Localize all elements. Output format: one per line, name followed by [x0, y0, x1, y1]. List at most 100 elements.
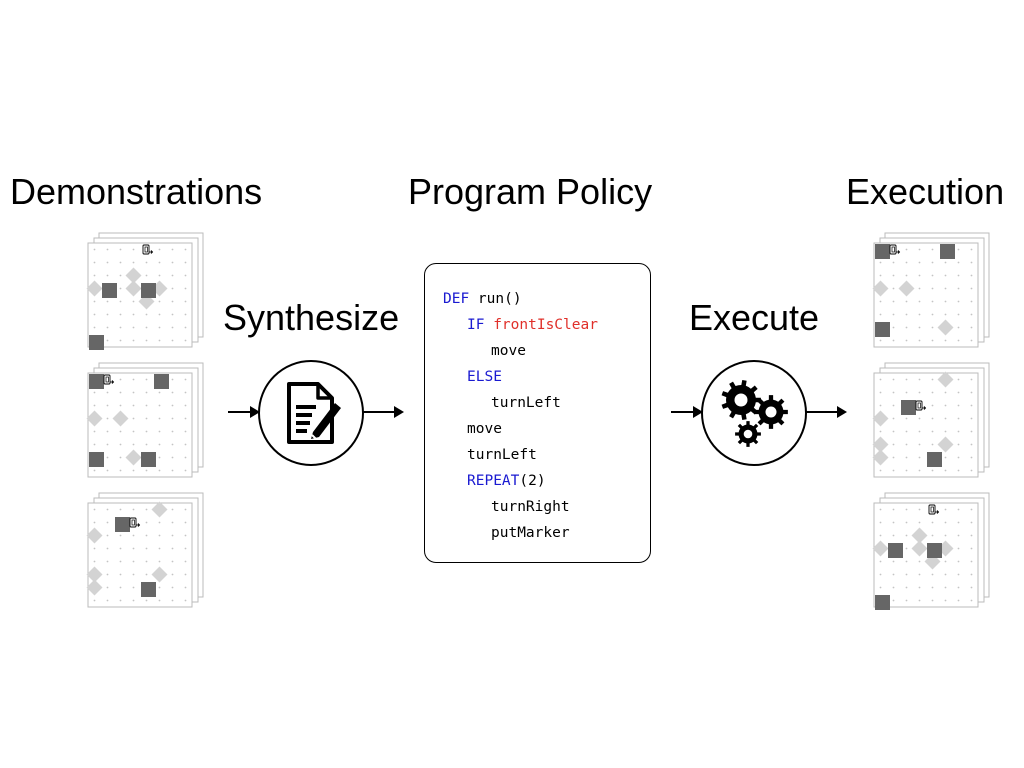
grid-dot [957, 391, 960, 394]
grid-dot [905, 573, 908, 576]
grid-dot [957, 599, 960, 602]
grid-dot [892, 573, 895, 576]
wall-block [141, 452, 156, 467]
grid-dot [905, 339, 908, 342]
grid-dot [145, 261, 148, 264]
grid-dot [905, 586, 908, 589]
code-token-plain: turnLeft [491, 395, 561, 411]
grid-dot [905, 313, 908, 316]
grid-dot [145, 547, 148, 550]
grid-dot [970, 274, 973, 277]
wall-block [89, 374, 104, 389]
grid-dot [106, 521, 109, 524]
grid-dot [119, 599, 122, 602]
grid-dot [119, 287, 122, 290]
grid-dot [879, 573, 882, 576]
grid-dot [970, 534, 973, 537]
grid-dot [119, 560, 122, 563]
grid-dot [158, 534, 161, 537]
grid-dot [957, 508, 960, 511]
grid-dot [970, 313, 973, 316]
grid-dot [970, 443, 973, 446]
marker-diamond [872, 540, 889, 557]
program-line: turnLeft [467, 446, 537, 464]
grid-dot [132, 508, 135, 511]
grid-dot [132, 573, 135, 576]
grid-dot [184, 547, 187, 550]
wall-block [901, 400, 916, 415]
grid-dot [957, 274, 960, 277]
grid-dot [184, 300, 187, 303]
grid-dot [892, 417, 895, 420]
marker-diamond [86, 410, 103, 427]
program-line: turnLeft [491, 394, 561, 412]
demonstration-grid-stack [86, 490, 205, 608]
grid-dot [892, 274, 895, 277]
grid-stack-graphic [872, 232, 990, 348]
grid-dot [918, 560, 921, 563]
grid-dot [158, 599, 161, 602]
grid-dot [171, 287, 174, 290]
grid-dot [158, 521, 161, 524]
grid-dot [931, 443, 934, 446]
grid-dot [184, 404, 187, 407]
grid-dot [158, 404, 161, 407]
grid-dot [93, 300, 96, 303]
grid-dot [944, 599, 947, 602]
grid-dot [905, 521, 908, 524]
grid-dot [119, 339, 122, 342]
gear-hole [743, 429, 753, 439]
grid-dot [957, 521, 960, 524]
grid-dot [93, 261, 96, 264]
grid-dot [106, 248, 109, 251]
grid-dot [119, 508, 122, 511]
grid-dot [158, 300, 161, 303]
grid-dot [918, 573, 921, 576]
grid-dot [119, 326, 122, 329]
grid-dot [145, 274, 148, 277]
grid-dot [892, 521, 895, 524]
grid-dot [158, 326, 161, 329]
grid-dot [970, 404, 973, 407]
grid-dot [905, 300, 908, 303]
grid-dot [918, 313, 921, 316]
grid-dot [892, 469, 895, 472]
grid-dot [957, 287, 960, 290]
grid-dot [944, 521, 947, 524]
grid-dot [106, 313, 109, 316]
grid-dot [892, 404, 895, 407]
wall-block [89, 335, 104, 350]
grid-dot [106, 508, 109, 511]
grid-dot [184, 521, 187, 524]
grid-dot [171, 586, 174, 589]
grid-dot [957, 534, 960, 537]
program-line: REPEAT(2) [467, 472, 546, 490]
grid-dot [970, 521, 973, 524]
grid-dot [106, 560, 109, 563]
grid-dot [931, 248, 934, 251]
grid-dot [918, 443, 921, 446]
program-line: IF frontIsClear [467, 316, 598, 334]
marker-diamond [86, 579, 103, 596]
grid-dot [931, 573, 934, 576]
gear-hole [765, 406, 777, 418]
wall-block [154, 374, 169, 389]
robot-agent-icon [129, 517, 141, 528]
grid-dot [957, 456, 960, 459]
grid-dot [171, 326, 174, 329]
grid-dot [158, 560, 161, 563]
grid-dot [145, 599, 148, 602]
grid-dot [879, 274, 882, 277]
execute-label: Execute [689, 297, 820, 338]
program-line: putMarker [491, 524, 570, 542]
grid-dot [970, 417, 973, 420]
grid-dot [944, 560, 947, 563]
grid-dot [879, 261, 882, 264]
grid-dot [944, 404, 947, 407]
execute-circle [701, 360, 807, 466]
grid-dot [93, 274, 96, 277]
grid-dot [171, 560, 174, 563]
grid-dot [171, 534, 174, 537]
wall-block [927, 543, 942, 558]
grid-dot [892, 534, 895, 537]
